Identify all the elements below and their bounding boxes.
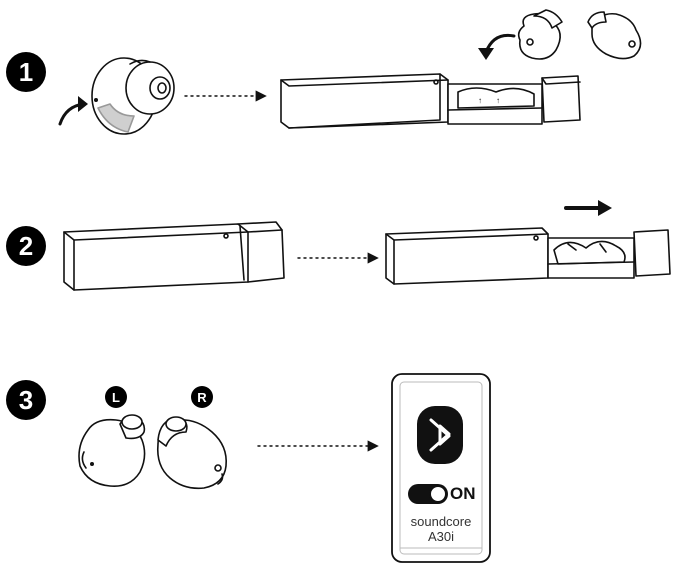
device-name-line2: A30i bbox=[427, 529, 455, 544]
right-earbud-label: R bbox=[191, 386, 213, 408]
earbud-with-tip-icon bbox=[91, 57, 175, 135]
toggle-switch-icon bbox=[408, 484, 448, 504]
device-name-line1: soundcore bbox=[410, 514, 472, 529]
bluetooth-icon bbox=[417, 406, 463, 464]
right-earbud-icon bbox=[156, 416, 228, 490]
closed-charging-case-icon bbox=[63, 221, 285, 291]
step-2-badge: 2 bbox=[6, 226, 46, 266]
earbud-pair-icon bbox=[517, 9, 642, 60]
open-charging-case-icon: ↑ ↑ bbox=[280, 73, 581, 129]
step-3-badge: 3 bbox=[6, 380, 46, 420]
svg-text:↑: ↑ bbox=[478, 96, 482, 105]
left-earbud-icon bbox=[78, 414, 146, 488]
device-name: soundcore A30i bbox=[400, 514, 482, 544]
slide-arrow-icon bbox=[564, 200, 612, 216]
insert-arrow-icon bbox=[478, 33, 516, 60]
step-1-badge: 1 bbox=[6, 52, 46, 92]
left-earbud-label: L bbox=[105, 386, 127, 408]
rotate-arrow-icon bbox=[58, 96, 88, 126]
open-case-earbuds-icon bbox=[385, 227, 671, 285]
svg-text:↑: ↑ bbox=[496, 96, 500, 105]
toggle-on-label: ON bbox=[450, 484, 476, 503]
